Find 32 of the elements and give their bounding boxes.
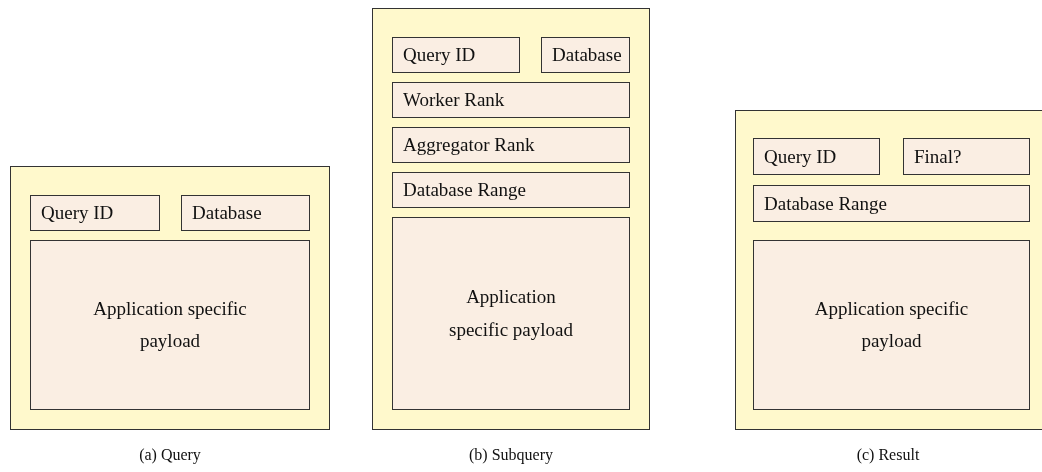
field-box <box>392 172 630 208</box>
field-label: Query ID <box>403 44 476 66</box>
node-label: (b) Subquery <box>469 446 553 464</box>
field-box <box>753 138 880 175</box>
field-box <box>181 195 310 231</box>
payload-box <box>30 240 310 410</box>
field-label: Final? <box>914 145 962 168</box>
field-box <box>541 37 630 73</box>
frame-box <box>10 166 330 430</box>
field-label: Database <box>192 202 262 224</box>
field-box <box>903 138 1030 175</box>
field-box <box>392 82 630 118</box>
field-box <box>392 127 630 163</box>
node-label: (c) Result <box>856 446 920 464</box>
field-label: Query ID <box>41 202 114 224</box>
payload-box <box>392 217 630 410</box>
payload-label: Application specific payload <box>448 285 574 342</box>
field-box <box>392 37 520 73</box>
payload-label: Application specific payload <box>813 296 970 353</box>
payload-label: Application specific payload <box>92 296 248 353</box>
field-label: Aggregator Rank <box>403 134 535 156</box>
frame-box <box>372 8 650 430</box>
node-label: (a) Query <box>139 446 201 464</box>
field-box <box>30 195 160 231</box>
field-label: Database <box>552 44 622 66</box>
field-label: Query ID <box>764 145 837 168</box>
frame-box <box>735 110 1042 430</box>
payload-box <box>753 240 1030 410</box>
field-label: Database Range <box>403 179 526 201</box>
field-label: Database Range <box>764 192 887 215</box>
field-box <box>753 185 1030 222</box>
field-label: Worker Rank <box>403 89 505 111</box>
